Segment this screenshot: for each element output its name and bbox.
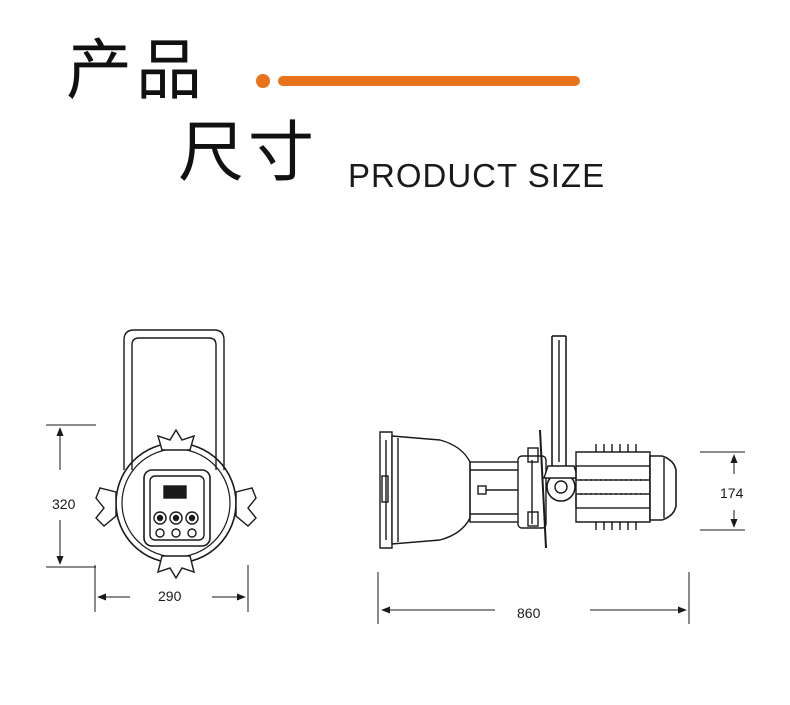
- title-en: PRODUCT SIZE: [348, 157, 606, 194]
- title-cn-line1: 产品: [66, 32, 206, 109]
- front-view-dimensions: [46, 424, 249, 612]
- front-width-label: 290: [158, 588, 182, 604]
- accent-dot: [256, 74, 270, 88]
- side-head-height-label: 174: [720, 485, 744, 501]
- side-view: [379, 335, 677, 549]
- front-height-label: 320: [52, 496, 76, 512]
- front-view: [95, 329, 257, 580]
- side-length-label: 860: [517, 605, 541, 621]
- accent-line: [278, 76, 580, 86]
- title-cn-line2: 尺寸: [178, 114, 318, 191]
- side-view-dimensions: [377, 451, 745, 624]
